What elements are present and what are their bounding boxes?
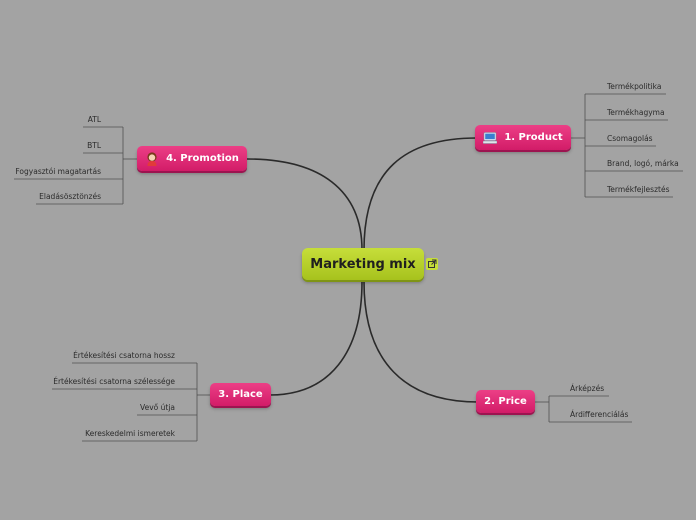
topic-product[interactable]: 1. Product — [475, 125, 571, 150]
connector-price — [363, 281, 479, 403]
leaf-promotion-1[interactable]: BTL — [87, 141, 101, 150]
leaf-price-0[interactable]: Árképzés — [570, 384, 605, 393]
computer-icon — [483, 131, 498, 144]
leaf-place-2[interactable]: Vevő útja — [140, 403, 175, 412]
leaf-product-4[interactable]: Termékfejlesztés — [607, 185, 670, 194]
topic-place[interactable]: 3. Place — [210, 383, 271, 406]
leaf-place-3[interactable]: Kereskedelmi ismeretek — [85, 429, 175, 438]
leaf-promotion-0[interactable]: ATL — [87, 115, 101, 124]
topic-promotion[interactable]: 4. Promotion — [137, 146, 247, 171]
connector-place — [269, 281, 363, 396]
leaf-product-1[interactable]: Termékhagyma — [607, 108, 665, 117]
connector-promotion — [246, 158, 363, 251]
leaf-place-0[interactable]: Értékesítési csatorna hossz — [73, 351, 175, 360]
leaf-promotion-3[interactable]: Eladásösztönzés — [39, 192, 101, 201]
topic-promotion-label: 4. Promotion — [166, 153, 239, 164]
woman-icon — [147, 151, 157, 166]
connector-product — [363, 137, 478, 251]
topic-product-label: 1. Product — [504, 132, 563, 143]
leaf-price-1[interactable]: Árdifferenciálás — [570, 410, 629, 419]
leaf-product-3[interactable]: Brand, logó, márka — [607, 159, 679, 168]
leaf-promotion-2[interactable]: Fogyasztói magatartás — [15, 167, 101, 176]
leaf-place-1[interactable]: Értékesítési csatorna szélessége — [53, 377, 175, 386]
leaf-product-0[interactable]: Termékpolitika — [607, 82, 662, 91]
central-topic-label: Marketing mix — [310, 256, 416, 272]
external-link-icon[interactable] — [426, 258, 438, 270]
topic-place-label: 3. Place — [218, 389, 263, 400]
topic-price[interactable]: 2. Price — [476, 390, 535, 413]
topic-price-label: 2. Price — [484, 396, 527, 407]
central-topic[interactable]: Marketing mix — [302, 248, 424, 280]
leaf-product-2[interactable]: Csomagolás — [607, 134, 653, 143]
